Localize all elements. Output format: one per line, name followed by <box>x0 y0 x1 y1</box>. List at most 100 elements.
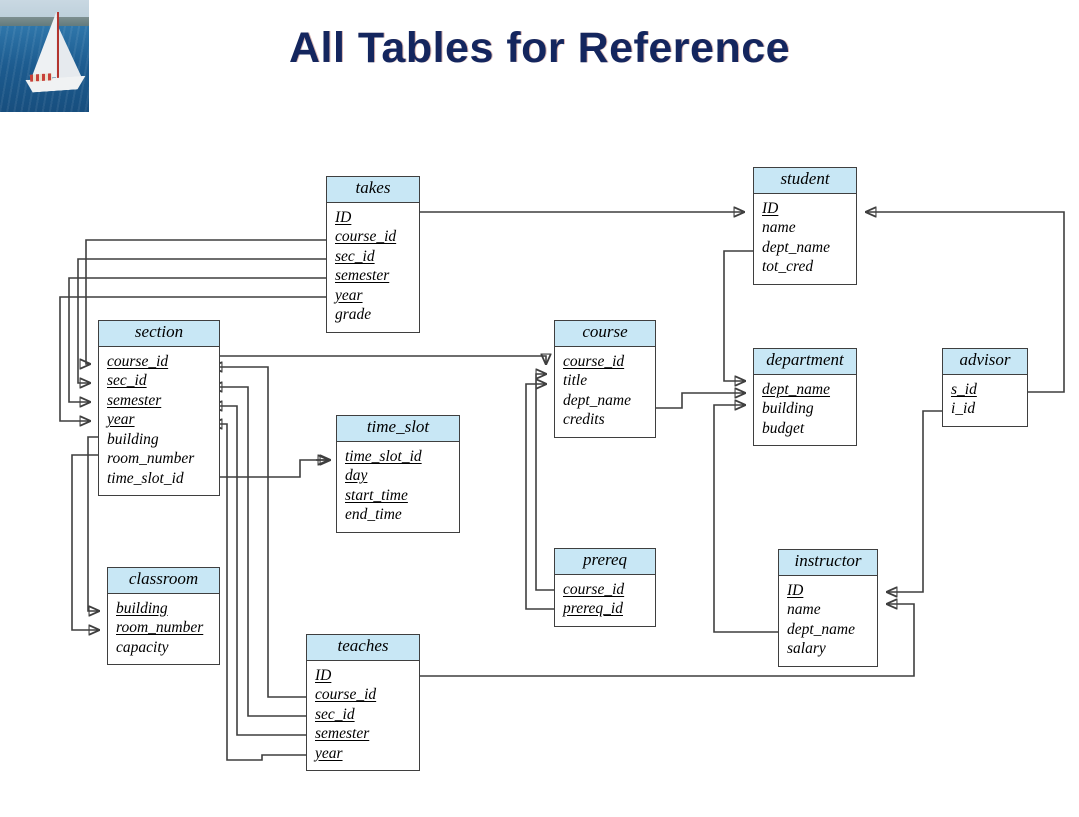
attribute-student-name: name <box>762 219 796 237</box>
wire-teaches-year-section <box>212 424 306 761</box>
wire-teaches-courseid-section <box>212 367 306 698</box>
attribute-teaches-ID: ID <box>315 666 332 684</box>
attribute-takes-sec_id: sec_id <box>335 247 375 265</box>
wire-takes-secid-section <box>77 258 326 383</box>
attribute-course-credits: credits <box>563 411 605 429</box>
wire-teaches-semester-section <box>212 406 306 736</box>
attribute-department-dept_name: dept_name <box>762 380 831 398</box>
wire-instructor-department <box>713 405 778 633</box>
photo-mast <box>57 12 59 80</box>
entity-title-student: student <box>754 168 856 194</box>
wire-takes-courseid-section <box>86 239 326 364</box>
attribute-department-building: building <box>762 400 814 418</box>
attribute-teaches-sec_id: sec_id <box>315 705 355 723</box>
entity-title-instructor: instructor <box>779 550 877 576</box>
attribute-time_slot-end_time: end_time <box>345 506 402 524</box>
entity-title-time_slot: time_slot <box>337 416 459 442</box>
attribute-section-year: year <box>107 411 135 429</box>
wire-student-department <box>723 250 753 381</box>
attribute-advisor-i_id: i_id <box>951 400 976 418</box>
attribute-prereq-prereq_id: prereq_id <box>563 600 623 618</box>
attribute-section-room_number: room_number <box>107 450 195 468</box>
attribute-takes-ID: ID <box>335 208 352 226</box>
attribute-section-building: building <box>107 430 159 448</box>
attribute-time_slot-start_time: start_time <box>345 486 408 504</box>
attribute-course-dept_name: dept_name <box>563 391 632 409</box>
wire-prereq-courseid-course <box>535 374 554 591</box>
attribute-section-time_slot_id: time_slot_id <box>107 469 184 487</box>
wire-section-timeslot <box>220 460 328 478</box>
attribute-section-sec_id: sec_id <box>107 372 147 390</box>
attribute-instructor-salary: salary <box>787 640 826 658</box>
entity-title-department: department <box>754 349 856 375</box>
wire-teaches-secid-section <box>212 387 306 717</box>
entity-attributes-prereq: course_id prereq_id <box>555 575 655 626</box>
entity-title-classroom: classroom <box>108 568 219 594</box>
wire-section-roomnumber-classroom <box>71 454 99 630</box>
wire-takes-semester-section <box>68 277 326 402</box>
attribute-department-budget: budget <box>762 419 805 437</box>
attribute-takes-semester: semester <box>335 267 390 285</box>
attribute-teaches-year: year <box>315 744 343 762</box>
wire-course-department <box>656 393 745 409</box>
attribute-course-course_id: course_id <box>563 352 625 370</box>
photo-hills <box>0 16 89 28</box>
wire-prereq-prereqid-course <box>525 384 554 610</box>
attribute-instructor-dept_name: dept_name <box>787 620 856 638</box>
attribute-teaches-course_id: course_id <box>315 686 377 704</box>
attribute-takes-course_id: course_id <box>335 228 397 246</box>
wire-advisor-sid-student <box>866 212 1065 393</box>
wire-teaches-id-instructor <box>420 604 915 677</box>
entity-title-course: course <box>555 321 655 347</box>
entity-title-takes: takes <box>327 177 419 203</box>
attribute-student-ID: ID <box>762 199 779 217</box>
attribute-takes-grade: grade <box>335 306 372 324</box>
entity-advisor[interactable]: advisor s_id i_id <box>942 348 1028 427</box>
attribute-teaches-semester: semester <box>315 725 370 743</box>
attribute-section-course_id: course_id <box>107 352 169 370</box>
entity-title-prereq: prereq <box>555 549 655 575</box>
wire-advisor-iid-instructor <box>887 410 942 592</box>
sailboat-photo <box>0 0 89 112</box>
entity-title-teaches: teaches <box>307 635 419 661</box>
attribute-time_slot-day: day <box>345 467 368 485</box>
entity-prereq[interactable]: prereq course_id prereq_id <box>554 548 656 627</box>
attribute-classroom-room_number: room_number <box>116 619 204 637</box>
entity-attributes-advisor: s_id i_id <box>943 375 1027 426</box>
wire-section-course <box>220 356 546 364</box>
attribute-classroom-capacity: capacity <box>116 638 169 656</box>
attribute-time_slot-time_slot_id: time_slot_id <box>345 447 422 465</box>
attribute-prereq-course_id: course_id <box>563 580 625 598</box>
page-title: All Tables for Reference <box>288 24 791 72</box>
wire-section-building-classroom <box>87 436 99 611</box>
attribute-section-semester: semester <box>107 391 162 409</box>
entity-title-section: section <box>99 321 219 347</box>
attribute-course-title: title <box>563 372 588 390</box>
attribute-classroom-building: building <box>116 599 168 617</box>
attribute-student-dept_name: dept_name <box>762 238 831 256</box>
attribute-advisor-s_id: s_id <box>951 380 977 398</box>
entity-title-advisor: advisor <box>943 349 1027 375</box>
attribute-instructor-name: name <box>787 601 821 619</box>
attribute-student-tot_cred: tot_cred <box>762 258 814 276</box>
